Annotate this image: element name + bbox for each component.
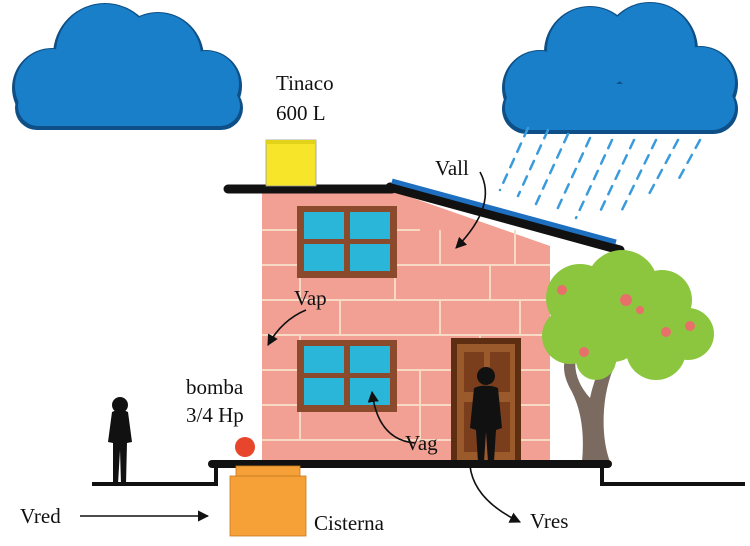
arrow-vall: [455, 171, 487, 249]
window-icon: [297, 340, 397, 412]
ground-line: [92, 460, 745, 486]
cistern-label: Cisterna: [314, 511, 385, 535]
rain-icon: [498, 126, 702, 220]
tank-label: Tinaco: [276, 71, 334, 95]
vres-label: Vres: [530, 509, 568, 533]
vred-label: Vred: [20, 504, 61, 528]
vap-label: Vap: [294, 286, 327, 310]
window-icon: [297, 206, 397, 278]
arrow-vap: [267, 309, 307, 346]
vall-label: Vall: [435, 156, 469, 180]
vag-label: Vag: [405, 431, 438, 455]
person-icon: [108, 397, 132, 484]
water-tank-icon: [265, 139, 317, 187]
arrow-vag: [367, 390, 416, 444]
pump-label: bomba: [186, 375, 244, 399]
tree-icon: [542, 250, 714, 462]
cloud-icon: [12, 3, 243, 130]
person-icon: [470, 367, 502, 462]
arrow-vres: [469, 465, 522, 523]
pump-icon: [235, 437, 255, 457]
roof: [223, 178, 625, 255]
arrows: [80, 171, 522, 523]
pump-power-label: 3/4 Hp: [186, 403, 244, 427]
cloud-icon: [502, 2, 738, 134]
tank-capacity-label: 600 L: [276, 101, 326, 125]
cistern-icon: [229, 465, 307, 537]
